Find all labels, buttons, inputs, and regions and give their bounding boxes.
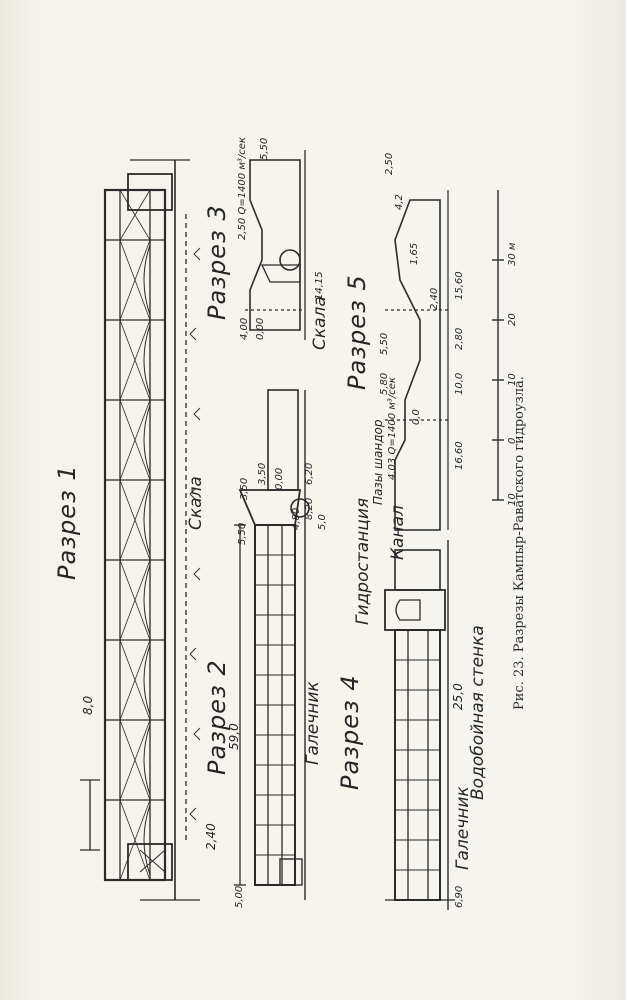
section-4-length: 25,0 bbox=[451, 683, 465, 710]
section-2-dim-2: 5,50 bbox=[237, 522, 248, 545]
section-2-dim-4: 3,50 bbox=[257, 462, 268, 485]
section-5-dim-11: 4,2 bbox=[394, 194, 405, 210]
section-4-wall-label: Водобойная стенка bbox=[468, 625, 488, 800]
section-5-drawing bbox=[385, 190, 449, 531]
section-3-dim-3: 14,15 bbox=[314, 271, 325, 300]
section-5-dim-6: 2,80 bbox=[454, 327, 465, 350]
section-5-dim-2: 5,50 bbox=[379, 332, 390, 355]
section-3-dim-4: 5,50 bbox=[259, 137, 270, 160]
section-5-dim-8: 15,60 bbox=[454, 271, 465, 300]
section-2-dim-1: 5,00 bbox=[234, 885, 245, 908]
section-2-pebble-label: Галечник bbox=[303, 681, 323, 765]
figure-caption: Рис. 23. Разрезы Кампыр-Раватского гидро… bbox=[512, 376, 527, 710]
section-2-dim-5: 0,00 bbox=[274, 467, 285, 490]
section-2-drawing bbox=[234, 389, 310, 900]
section-5-slots-label: Пазы шандор bbox=[371, 419, 385, 505]
section-5-dim-5: 10,0 bbox=[454, 372, 465, 395]
section-3-rock-label: Скала bbox=[310, 296, 330, 350]
section-1-rock-label: Скала bbox=[186, 476, 206, 530]
section-2-dim-6: 4,80 bbox=[291, 507, 302, 530]
section-5-dim-9: 1,65 bbox=[409, 242, 420, 265]
section-3-title: Разрез 3 bbox=[203, 204, 231, 320]
section-2-dim-9: 6,20 bbox=[304, 462, 315, 485]
section-1-title: Разрез 1 bbox=[53, 464, 81, 580]
scale-tick-3: 20 bbox=[507, 313, 518, 326]
section-2-length: 59,0 bbox=[227, 723, 241, 750]
section-3-drawing bbox=[245, 150, 306, 340]
section-3-flow: 2,50 Q=1400 м³/сек bbox=[237, 137, 248, 240]
section-2-title: Разрез 2 bbox=[203, 659, 231, 775]
section-2-dim-7: 5,0 bbox=[317, 514, 328, 530]
section-4-dim-1: 6,90 bbox=[454, 885, 465, 908]
section-5-dim-10: 2,50 bbox=[384, 152, 395, 175]
section-5-dim-7: 2,40 bbox=[429, 287, 440, 310]
section-1-dim-a: 8,0 bbox=[81, 695, 95, 715]
section-2-dim-8: 8,20 bbox=[304, 497, 315, 520]
section-1-dim-b: 2,40 bbox=[204, 823, 218, 850]
section-3-dim-1: 4,00 bbox=[239, 317, 250, 340]
section-5-dim-4: 16,60 bbox=[454, 441, 465, 470]
scale-tick-4: 30 м bbox=[507, 242, 518, 266]
section-3-dim-2: 0,00 bbox=[255, 317, 266, 340]
section-4-title: Разрез 4 bbox=[336, 674, 364, 790]
scale-bar bbox=[492, 190, 504, 501]
section-5-dim-1: 5,80 bbox=[379, 372, 390, 395]
section-5-title: Разрез 5 bbox=[343, 274, 371, 390]
section-5-hydro-label: Гидростанция bbox=[353, 497, 373, 625]
section-5-canal-label: Канал bbox=[388, 505, 408, 560]
section-4-drawing bbox=[384, 540, 455, 910]
section-1-drawing bbox=[80, 159, 201, 901]
section-5-dim-3: 0,0 bbox=[411, 409, 422, 425]
section-2-dim-3: 3,50 bbox=[239, 477, 250, 500]
